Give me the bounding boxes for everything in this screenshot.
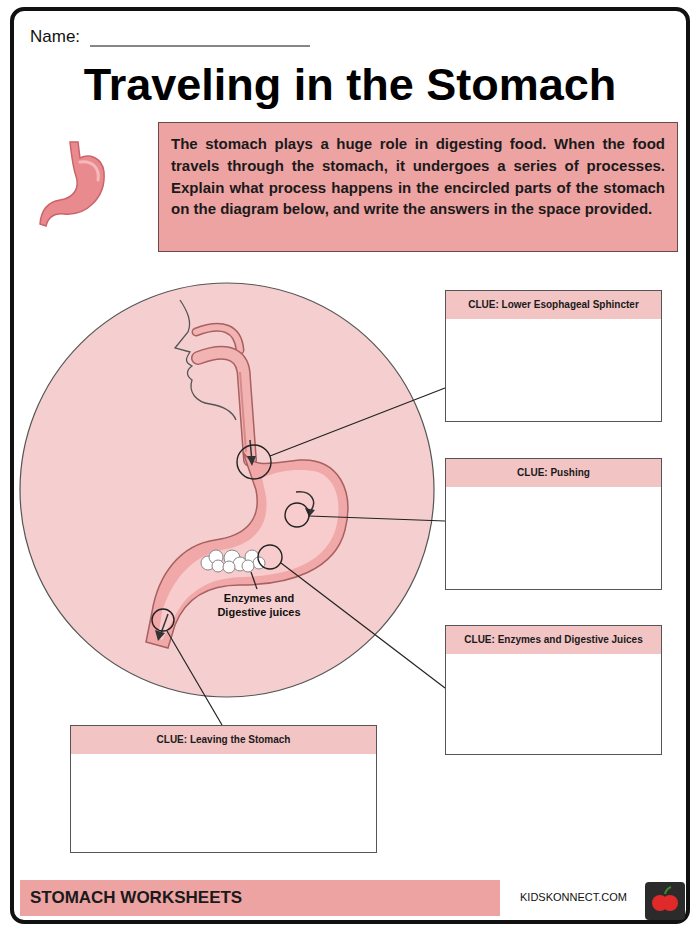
apple-logo [645,882,685,920]
digestive-juice-clouds [201,550,265,573]
name-label: Name: [30,26,90,47]
footer-band: STOMACH WORKSHEETS [20,880,500,916]
footer-text: STOMACH WORKSHEETS [30,888,242,908]
intro-box: The stomach plays a huge role in digesti… [158,122,678,252]
clue-header: CLUE: Lower Esophageal Sphincter [446,291,661,319]
clue-text: CLUE: Leaving the Stomach [77,733,370,746]
stomach-icon [40,142,104,226]
part-label: Enzymes and Digestive juices [213,592,305,620]
clue-box: CLUE: Leaving the Stomach [70,725,377,853]
clue-header: CLUE: Pushing [446,459,661,487]
name-line [90,45,310,46]
esophagus [198,353,250,460]
pushing-arrow [296,492,314,512]
diagram-circle [20,283,434,697]
instruction-text: The stomach plays a huge role in digesti… [171,133,665,220]
clue-text: CLUE: Lower Esophageal Sphincter [452,298,655,311]
clue-text: CLUE: Enzymes and Digestive Juices [452,633,655,646]
leader-lines [167,388,445,725]
highlight-circles [152,445,309,631]
clue-box: CLUE: Enzymes and Digestive Juices [445,625,662,755]
clue-text: CLUE: Pushing [452,466,655,479]
clue-box: CLUE: Pushing [445,458,662,590]
stomach [146,452,348,648]
clue-header: CLUE: Leaving the Stomach [71,726,376,754]
clue-box: CLUE: Lower Esophageal Sphincter [445,290,662,422]
clue-header: CLUE: Enzymes and Digestive Juices [446,626,661,654]
worksheet-title: Traveling in the Stomach [20,58,680,112]
page-frame [12,9,688,922]
website-label: KIDSKONNECT.COM [520,891,640,905]
